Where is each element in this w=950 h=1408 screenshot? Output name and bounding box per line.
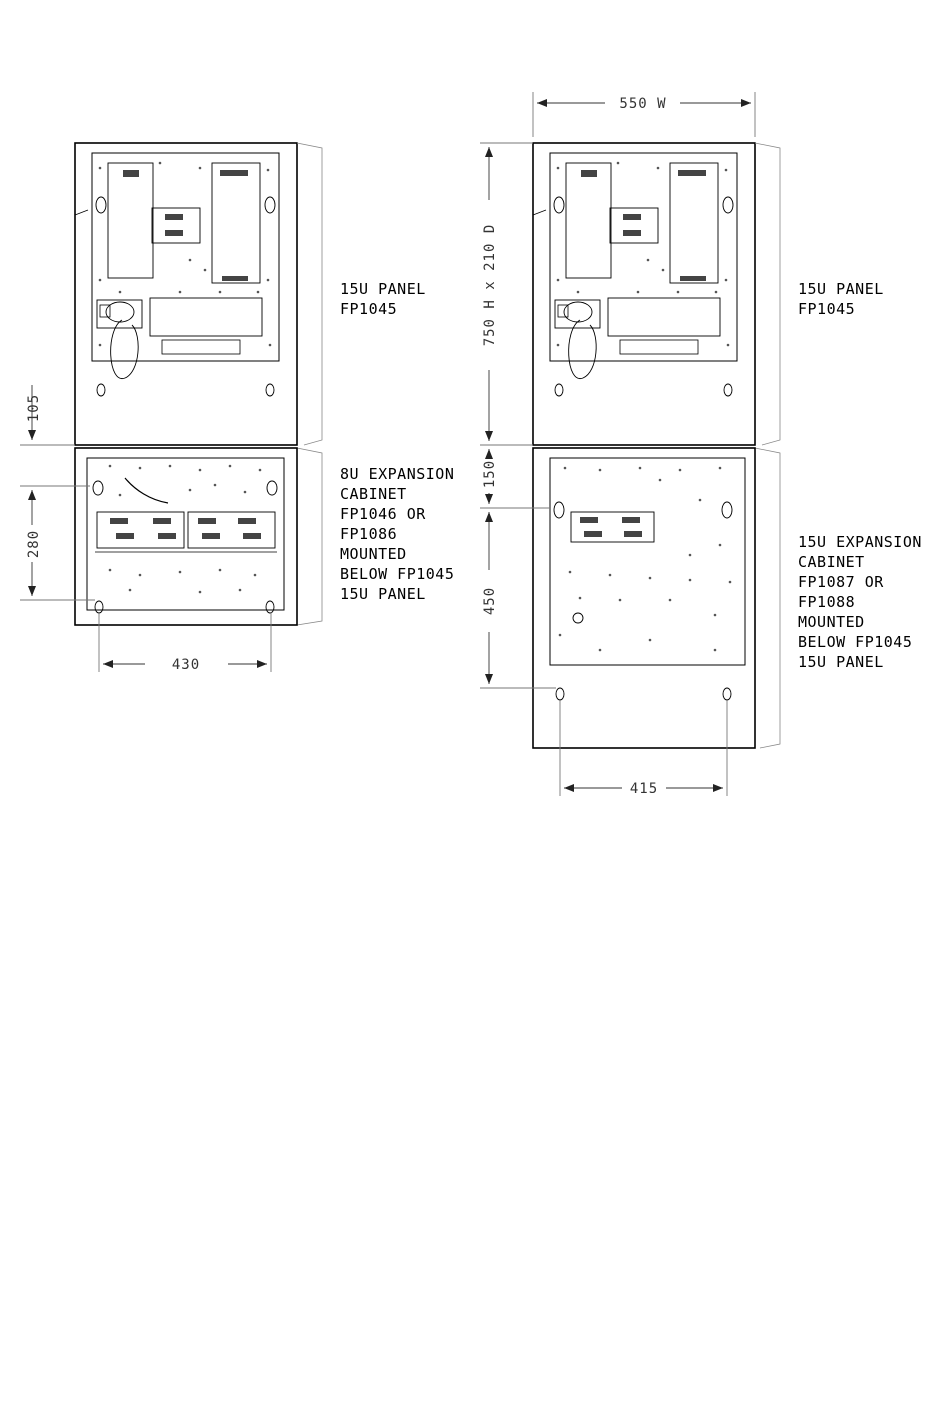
left-bottom-cabinet-label: 8U EXPANSION CABINET FP1046 OR FP1086 MO… [340,464,454,604]
left-8u-expansion-enclosure [75,448,297,625]
left-loop-card [152,208,200,243]
right-top-panel-label: 15U PANEL FP1045 [798,279,884,319]
left-top-panel-label: 15U PANEL FP1045 [340,279,426,319]
left-dim-430: 430 [172,657,200,673]
left-terminal-strip [162,340,240,354]
right-dim-415: 415 [630,781,658,797]
left-dim-105: 105 [26,394,42,422]
left-depth-edge-top [297,143,322,445]
left-psu-module [108,163,153,278]
right-dim-450: 450 [482,587,498,615]
left-main-controller-board [212,163,260,283]
right-15u-panel-chassis [550,153,737,361]
right-loop-card [610,208,658,243]
right-assembly [533,143,780,748]
left-expansion-card-1 [97,512,184,548]
left-assembly [75,143,322,625]
right-dim-750h-210d: 750 H x 210 D [482,224,498,347]
right-bottom-keyhole-icons [554,502,732,700]
left-battery-cable [111,320,139,379]
left-expansion-card-2 [188,512,275,548]
right-dim-550w: 550 W [619,96,666,112]
right-15u-expansion-enclosure [533,448,755,748]
left-15u-panel-chassis [92,153,279,361]
right-cable-gland [573,613,583,623]
right-top-keyhole-icons [554,197,733,396]
right-battery-cable [569,320,597,379]
left-top-keyhole-icons [96,197,275,396]
left-depth-edge-bottom [297,448,322,625]
right-terminal-strip [620,340,698,354]
right-depth-edge-bottom [755,448,780,748]
right-dimensions [480,92,755,796]
right-15u-expansion-chassis [550,458,745,665]
right-bottom-cabinet-label: 15U EXPANSION CABINET FP1087 OR FP1088 M… [798,532,922,672]
right-output-board [608,298,720,336]
right-psu-module [566,163,611,278]
left-bottom-keyhole-icons [93,481,277,613]
right-depth-edge-top [755,143,780,445]
right-main-controller-board [670,163,718,283]
left-dimensions [20,385,271,672]
right-expansion-card [571,512,654,542]
right-dim-150: 150 [482,460,498,488]
left-dim-280: 280 [26,530,42,558]
left-output-board [150,298,262,336]
right-battery-bay [555,300,600,328]
left-battery-bay [97,300,142,328]
